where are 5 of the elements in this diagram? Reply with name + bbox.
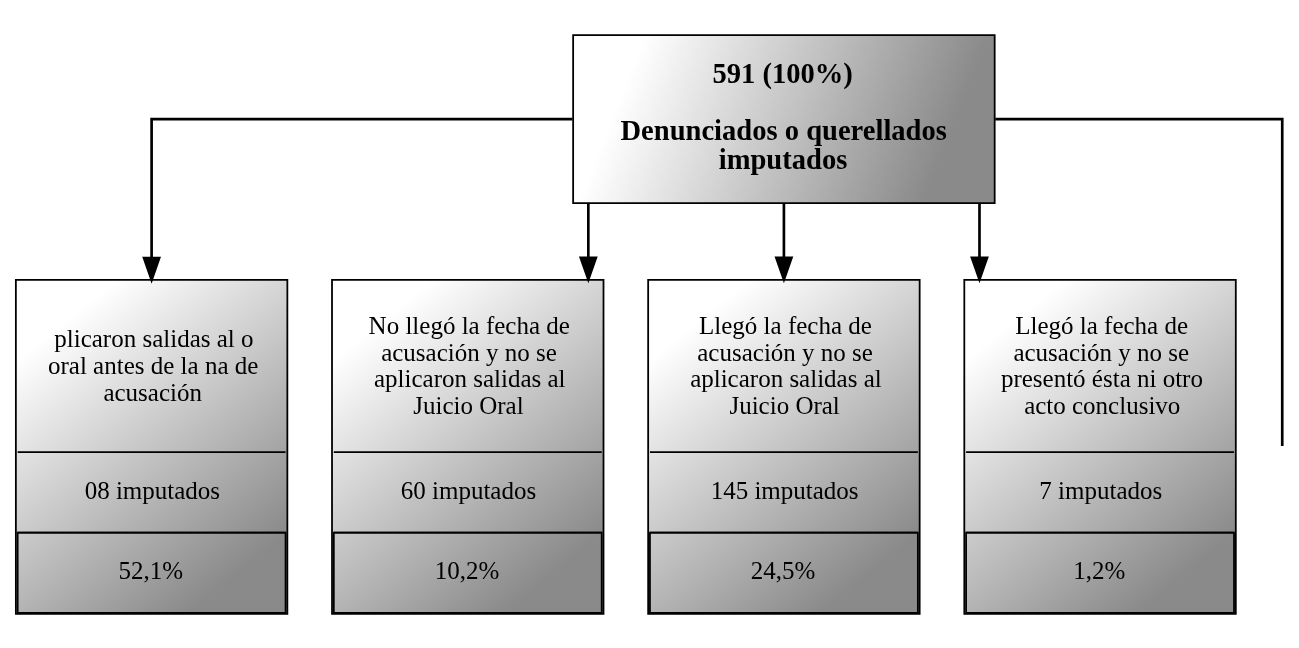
arrow <box>578 203 598 283</box>
arrow <box>774 203 794 283</box>
arrow <box>142 117 573 284</box>
arrow <box>970 203 989 283</box>
connector <box>995 117 1284 446</box>
